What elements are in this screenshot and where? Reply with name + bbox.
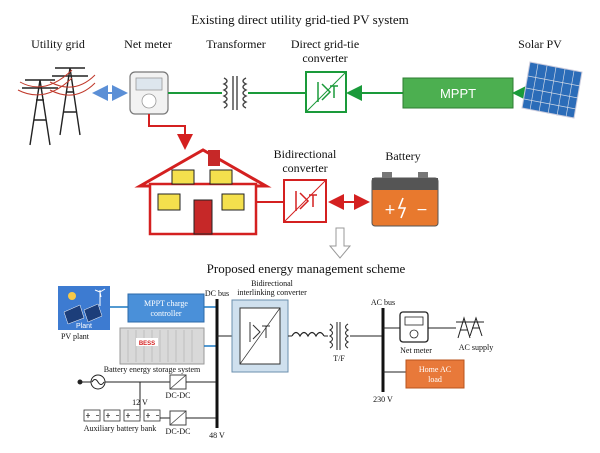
svg-text:+: + (384, 202, 396, 218)
dcdc-label-2: DC-DC (166, 427, 191, 436)
mppt-charge-controller-box (127, 293, 205, 323)
home-load-label-1: Home AC (419, 365, 451, 374)
meter-house-arrow (148, 114, 193, 150)
ac-supply-label: AC supply (459, 343, 493, 352)
dc-bus-label: DC bus (205, 289, 229, 298)
dcdc-box-2-diag (169, 410, 187, 426)
house-icon (134, 148, 272, 236)
grid-tie-converter-icon (305, 71, 347, 113)
utility-grid-tower-icon (17, 67, 96, 146)
mppt-cc-label-2: controller (150, 309, 181, 318)
solar-pv-label: Solar PV (518, 37, 562, 51)
ilc-label-2: interlinking converter (237, 288, 307, 297)
mppt-cc-label-1: MPPT charge (144, 299, 188, 308)
battery-icon: + − (371, 172, 439, 227)
net-meter-label: Net meter (124, 37, 172, 51)
bidir-label-2: converter (282, 161, 327, 175)
svg-text:−: − (416, 202, 428, 218)
auxiliary-battery-icon (83, 409, 161, 422)
down-arrow-icon (328, 227, 352, 259)
bess-tag: BESS (139, 341, 155, 347)
transformer-label: Transformer (206, 37, 266, 51)
mppt-label: MPPT (440, 86, 476, 101)
solar-panel-icon (521, 61, 583, 119)
dcdc-label-1: DC-DC (166, 391, 191, 400)
bess-container-icon (119, 327, 205, 365)
v48-label: 48 V (209, 431, 225, 440)
converter-label-1: Direct grid-tie (291, 37, 359, 51)
plant-tag: Plant (76, 323, 92, 330)
utility-grid-label: Utility grid (31, 37, 85, 51)
battery-label: Battery (385, 149, 420, 163)
dcdc-box-1-diag (169, 374, 187, 390)
v230-label: 230 V (373, 395, 393, 404)
home-ac-load-box (405, 359, 465, 389)
bidir-converter-icon (283, 179, 327, 223)
inductor-icon (291, 331, 325, 338)
ac-supply-tower-icon (456, 316, 484, 339)
net-meter-bottom-icon (399, 311, 429, 343)
home-load-label-2: load (428, 375, 442, 384)
mppt-box (402, 77, 514, 109)
net-meter-icon (129, 71, 169, 115)
pv-plant-label: PV plant (61, 332, 90, 341)
tf-label: T/F (333, 354, 345, 363)
transformer-icon (222, 76, 248, 110)
bess-label: Battery energy storage system (104, 365, 201, 374)
bidir-label-1: Bidirectional (274, 147, 337, 161)
v12-label: 12 V (132, 398, 148, 407)
top-title: Existing direct utility grid-tied PV sys… (191, 12, 409, 27)
converter-label-2: converter (302, 51, 347, 65)
bottom-title: Proposed energy management scheme (207, 261, 406, 276)
interlinking-converter-icon (231, 299, 289, 373)
ac-source-icon (77, 374, 106, 390)
tf-transformer-icon (328, 322, 350, 350)
pv-plant-icon (58, 286, 110, 330)
aux-bank-label: Auxiliary battery bank (84, 424, 156, 433)
ac-bus-label: AC bus (371, 298, 395, 307)
ilc-label-1: Bidirectional (251, 279, 294, 288)
net-meter-bottom-label: Net meter (400, 346, 432, 355)
